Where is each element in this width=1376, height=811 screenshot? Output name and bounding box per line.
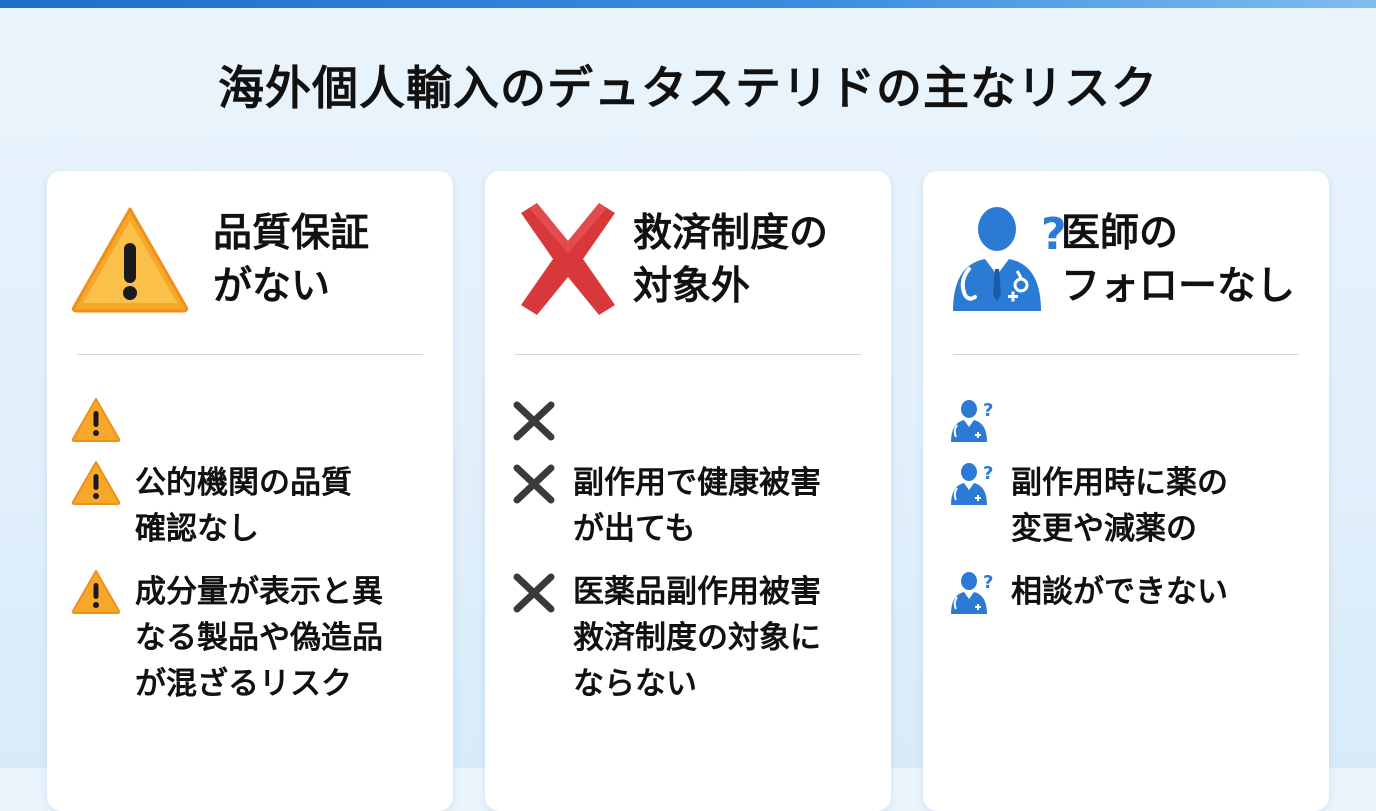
bullet-text: 成分量が表示と異 なる製品や偽造品 が混ざるリスク: [135, 574, 383, 702]
doctor-question-icon: ?: [947, 460, 997, 506]
bullet-list: 副作用で健康被害 が出ても 医薬品副作用被害 救済制度の対象に ならない: [509, 397, 879, 724]
bullet-text: 副作用で健康被害 が出ても: [573, 465, 821, 547]
card-title-line-1: 医師の: [1061, 211, 1179, 256]
doctor-question-icon: ?: [945, 203, 1067, 315]
bullet-text: 医薬品副作用被害 救済制度の対象に ならない: [573, 574, 821, 702]
card-title-line-2: フォローなし: [1061, 264, 1296, 309]
card-divider: [77, 354, 423, 355]
warning-icon: [69, 203, 191, 315]
cross-icon: [509, 569, 559, 615]
card-title-line-2: がない: [213, 264, 331, 309]
top-accent-bar: [0, 0, 1376, 8]
risk-card-quality: 品質保証 がない 公的機関の品質 確認なし 成分量が表示と異 なる製品や偽造品 …: [47, 171, 453, 811]
risk-card-doctor-follow-up: ? 医師の フォローなし ? ? 副作用時に薬の 変更や減薬の ? 相談ができな…: [923, 171, 1329, 811]
risk-card-relief-system: 救済制度の 対象外 副作用で健康被害 が出ても 医薬品副作用被害 救済制度の対象…: [485, 171, 891, 811]
cross-icon: [509, 397, 559, 443]
card-title-line-2: 対象外: [633, 264, 751, 309]
svg-text:?: ?: [1041, 209, 1067, 260]
bullet-item: ? 相談ができない: [947, 569, 1317, 615]
bullet-list: ? ? 副作用時に薬の 変更や減薬の ? 相談ができない: [947, 397, 1317, 632]
warning-icon: [71, 397, 121, 443]
warning-icon: [71, 569, 121, 615]
bullet-item: 医薬品副作用被害 救済制度の対象に ならない: [509, 569, 879, 707]
card-divider: [515, 354, 861, 355]
bullet-item: 公的機関の品質 確認なし: [71, 460, 441, 552]
card-title: 救済制度の 対象外: [633, 207, 868, 313]
card-title: 品質保証 がない: [213, 207, 448, 313]
bullet-item: [71, 397, 441, 443]
bullet-item: ?: [947, 397, 1317, 443]
bullet-item: 成分量が表示と異 なる製品や偽造品 が混ざるリスク: [71, 569, 441, 707]
card-divider: [953, 354, 1299, 355]
bullet-text: 副作用時に薬の 変更や減薬の: [1011, 465, 1228, 547]
bullet-text: 公的機関の品質 確認なし: [135, 465, 352, 547]
bullet-item: [509, 397, 879, 443]
bullet-item: 副作用で健康被害 が出ても: [509, 460, 879, 552]
card-title-line-1: 救済制度の: [633, 211, 829, 256]
doctor-question-icon: ?: [947, 397, 997, 443]
warning-icon: [71, 460, 121, 506]
card-title: 医師の フォローなし: [1061, 207, 1296, 313]
page-title: 海外個人輸入のデュタステリドの主なリスク: [218, 61, 1158, 115]
cross-icon: [507, 203, 629, 315]
bullet-text: 相談ができない: [1011, 574, 1228, 610]
bullet-item: ? 副作用時に薬の 変更や減薬の: [947, 460, 1317, 552]
svg-text:?: ?: [983, 463, 993, 484]
svg-text:?: ?: [983, 572, 993, 593]
bullet-list: 公的機関の品質 確認なし 成分量が表示と異 なる製品や偽造品 が混ざるリスク: [71, 397, 441, 724]
cross-icon: [509, 460, 559, 506]
card-title-line-1: 品質保証: [213, 211, 370, 256]
svg-text:?: ?: [983, 400, 993, 421]
doctor-question-icon: ?: [947, 569, 997, 615]
